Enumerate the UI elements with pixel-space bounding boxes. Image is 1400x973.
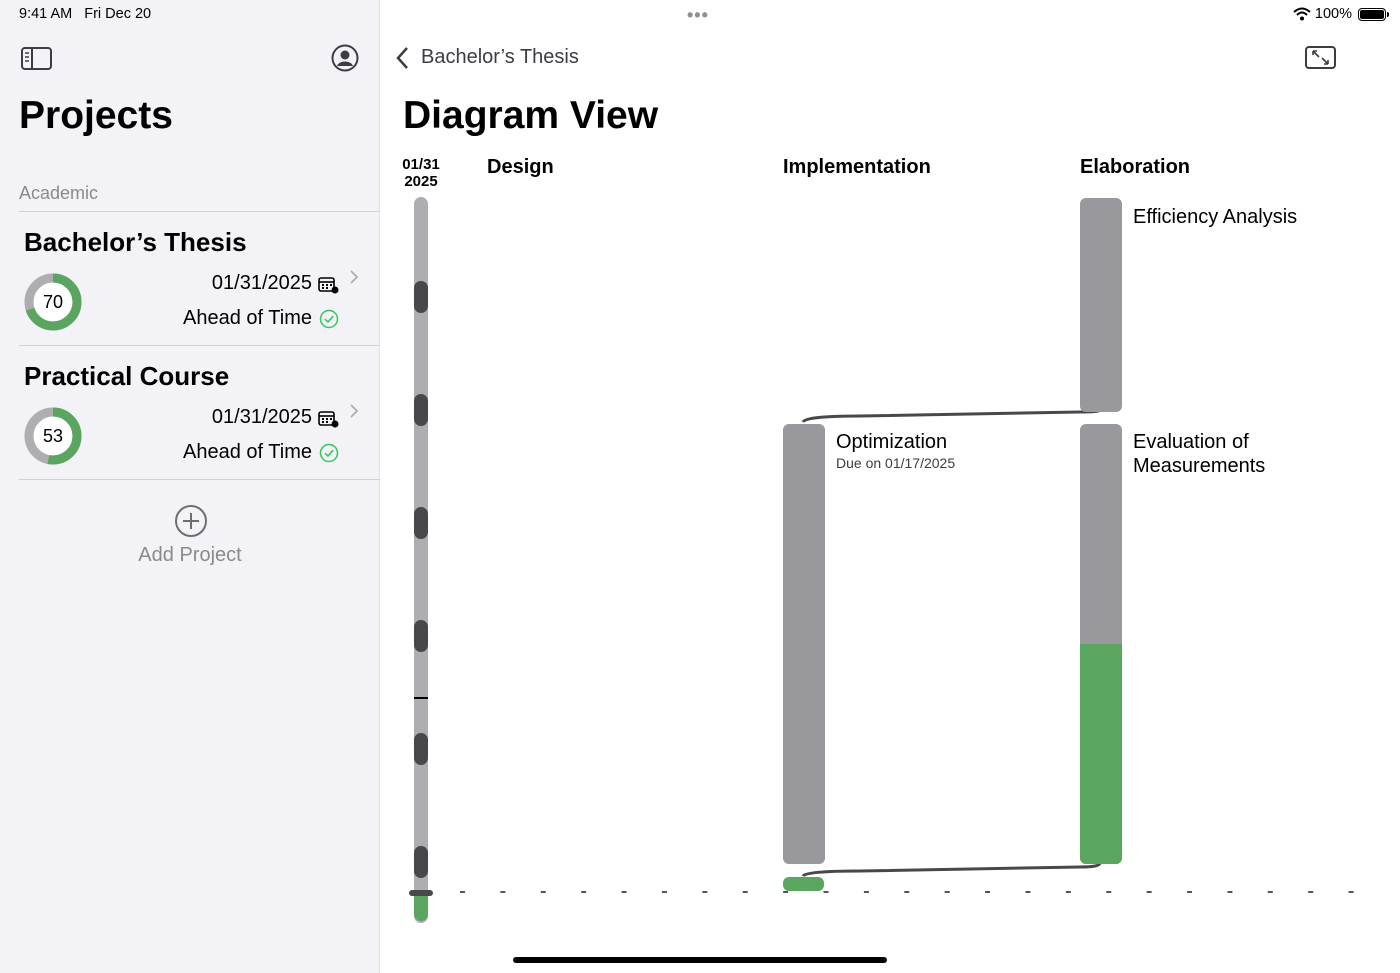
- timeline-marker: [414, 620, 428, 652]
- project-title: Bachelor’s Thesis: [24, 227, 247, 257]
- status-bar-left: 9:41 AM Fri Dec 20: [19, 6, 159, 22]
- divider: [19, 211, 380, 212]
- timeline-marker: [414, 846, 428, 878]
- project-card-bachelors-thesis[interactable]: Bachelor’s Thesis 70 01/31/2025 Ahead of…: [0, 211, 380, 345]
- battery-percent: 100%: [1314, 6, 1352, 22]
- task-label: Optimization: [836, 431, 948, 453]
- chevron-right-icon: [350, 404, 359, 418]
- timeline-now-cap: [409, 890, 433, 896]
- project-title: Practical Course: [24, 361, 230, 391]
- timeline-marker: [414, 394, 428, 426]
- add-project-button[interactable]: Add Project: [138, 544, 242, 566]
- column-header-elaboration: Elaboration: [1080, 156, 1191, 178]
- timeline-marker: [414, 281, 428, 313]
- progress-value: 53: [42, 425, 64, 446]
- project-date: 01/31/2025: [211, 406, 312, 428]
- checkmark-circle-icon: [319, 309, 339, 329]
- calendar-icon: [318, 411, 339, 428]
- project-status: Ahead of Time: [183, 307, 312, 329]
- home-indicator[interactable]: [513, 957, 887, 963]
- divider: [19, 345, 380, 346]
- task-label: Efficiency Analysis: [1133, 206, 1298, 228]
- progress-value: 70: [42, 291, 64, 312]
- task-progress: [1080, 644, 1122, 864]
- project-date: 01/31/2025: [211, 272, 312, 294]
- battery-icon: [1358, 7, 1389, 21]
- back-button[interactable]: Bachelor’s Thesis: [421, 46, 579, 68]
- status-date: Fri Dec 20: [84, 6, 152, 22]
- date-line: 2025: [404, 173, 438, 190]
- checkmark-circle-icon: [319, 443, 339, 463]
- expand-icon[interactable]: [1305, 45, 1337, 71]
- status-bar-right: 100%: [1293, 6, 1389, 22]
- task-bar-efficiency-analysis[interactable]: [1080, 198, 1122, 412]
- task-bar-optimization[interactable]: [783, 424, 825, 864]
- timeline-marker: [414, 507, 428, 539]
- chevron-right-icon: [350, 270, 359, 284]
- sidebar: Projects Academic Bachelor’s Thesis 70 0…: [0, 0, 380, 973]
- wifi-icon: [1293, 7, 1311, 21]
- date-line: 01/31: [402, 156, 440, 173]
- calendar-icon: [318, 277, 339, 294]
- section-label-academic: Academic: [19, 183, 99, 203]
- project-status: Ahead of Time: [183, 441, 312, 463]
- timeline-marker: [414, 733, 428, 765]
- task-completed-chip[interactable]: [783, 877, 824, 891]
- progress-ring: [24, 273, 82, 331]
- profile-icon[interactable]: [331, 44, 359, 72]
- back-chevron-icon[interactable]: [395, 46, 411, 70]
- sidebar-title: Projects: [19, 94, 173, 137]
- progress-ring: [24, 407, 82, 465]
- column-header-design: Design: [487, 156, 554, 178]
- task-due-date: Due on 01/17/2025: [836, 455, 956, 471]
- page-title: Diagram View: [403, 94, 659, 137]
- divider: [19, 479, 380, 480]
- current-date-line: [460, 891, 1380, 893]
- sidebar-toggle-icon[interactable]: [21, 46, 53, 72]
- project-card-practical-course[interactable]: Practical Course 53 01/31/2025 Ahead of …: [0, 345, 380, 479]
- column-header-implementation: Implementation: [783, 156, 931, 178]
- multitasking-dots-icon[interactable]: •••: [687, 5, 709, 25]
- task-label: Evaluation of Measurements: [1133, 431, 1266, 477]
- plus-circle-icon[interactable]: [174, 504, 208, 538]
- status-time: 9:41 AM: [19, 6, 73, 22]
- today-marker: [414, 697, 428, 699]
- task-bar-evaluation-of-measurements[interactable]: [1080, 424, 1122, 864]
- timeline-progress: [414, 893, 428, 921]
- timeline-date-header: 01/31 2025: [399, 156, 443, 190]
